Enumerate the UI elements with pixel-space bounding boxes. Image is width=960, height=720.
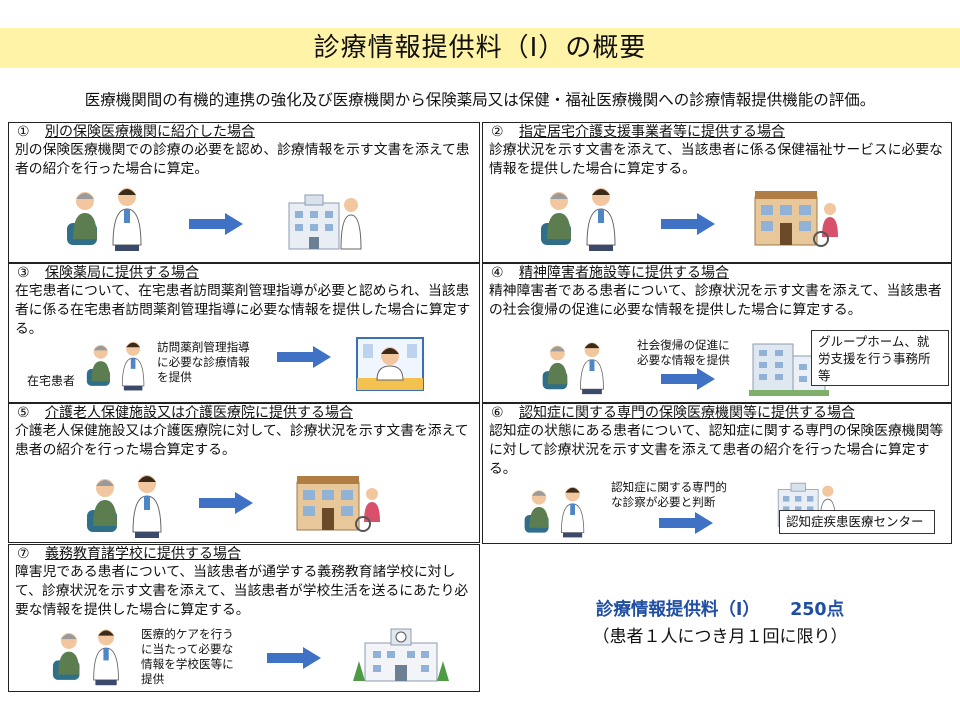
panel-1: ① 別の保険医療機関に紹介した場合 別の保険医療機関での診療の必要を認め、診療情報… — [8, 122, 480, 263]
care-facility-illustration — [751, 187, 841, 247]
panel-4: ④ 精神障害者施設等に提供する場合 精神障害者である患者について、診療状況を示す文… — [482, 263, 952, 403]
panel-body: 在宅患者について、在宅患者訪問薬剤管理指導が必要と認められ、当該患者に係る在宅患… — [15, 283, 471, 337]
arrow-icon — [267, 647, 321, 669]
panel-heading-label: 認知症に関する専門の保険医療機関等に提供する場合 — [519, 405, 855, 421]
panel-number: ⑥ — [491, 405, 504, 421]
panel-2: ② 指定居宅介護支援事業者等に提供する場合 診療状況を示す文書を添えて、当該患者に… — [482, 122, 952, 263]
arrow-icon — [661, 213, 715, 235]
consult-illustration — [85, 470, 175, 540]
panel-heading-label: 保険薬局に提供する場合 — [45, 265, 199, 281]
panel-number: ④ — [491, 265, 504, 281]
panel-number: ⑦ — [17, 546, 30, 562]
panel-heading-label: 別の保険医療機関に紹介した場合 — [45, 124, 255, 140]
arrow-icon — [199, 492, 253, 514]
info-note: 社会復帰の促進に 必要な情報を提供 — [637, 338, 730, 367]
panel-body: 診療状況を示す文書を添えて、当該患者に係る保健福祉サービスに必要な情報を提供した… — [489, 142, 943, 177]
panel-6: ⑥ 認知症に関する専門の保険医療機関等に提供する場合 認知症の状態にある患者につい… — [482, 403, 952, 544]
hospital-illustration — [285, 191, 365, 251]
panel-body: 精神障害者である患者について、診療状況を示す文書を添えて、当該患者の社会復帰の促… — [489, 283, 942, 318]
destination-callout: グループホーム、就 労支援を行う事務所 等 — [811, 330, 949, 386]
panel-body: 介護老人保健施設又は介護医療院に対して、診療状況を示す文書を添えて患者の紹介を行… — [15, 423, 469, 458]
care-facility-illustration — [293, 470, 383, 534]
panel-heading: ② 指定居宅介護支援事業者等に提供する場合 — [491, 124, 945, 141]
fee-summary: 診療情報提供料（Ⅰ） 250点 — [490, 596, 950, 621]
patient-label: 在宅患者 — [27, 374, 76, 388]
page-title: 診療情報提供料（Ⅰ）の概要 — [313, 33, 647, 63]
fee-note: （患者１人につき月１回に限り） — [592, 627, 848, 647]
info-note: 訪問薬剤管理指導 に必要な診療情報 を提供 — [157, 340, 250, 384]
panel-heading: ③ 保険薬局に提供する場合 — [17, 265, 473, 282]
panel-heading-label: 介護老人保健施設又は介護医療院に提供する場合 — [45, 405, 353, 421]
panel-heading-label: 精神障害者施設等に提供する場合 — [519, 265, 729, 281]
page-subtitle: 医療機関間の有機的連携の強化及び医療機関から保険薬局又は保健・福祉医療機関への診… — [84, 91, 876, 109]
panel-heading-label: 指定居宅介護支援事業者等に提供する場合 — [519, 124, 785, 140]
panel-number: ③ — [17, 265, 30, 281]
panel-body: 認知症の状態にある患者について、認知症に関する専門の保険医療機関等に対して診療状… — [489, 423, 944, 477]
panel-number: ⑤ — [17, 405, 30, 421]
panel-heading: ⑦ 義務教育諸学校に提供する場合 — [17, 546, 473, 563]
destination-callout: 認知症疾患医療センター — [779, 510, 935, 534]
arrow-icon — [189, 213, 243, 235]
panel-heading: ⑤ 介護老人保健施設又は介護医療院に提供する場合 — [17, 405, 473, 422]
info-note: 医療的ケアを行う に当たって必要な 情報を学校医等に 提供 — [141, 627, 234, 686]
arrow-icon — [659, 512, 713, 534]
arrow-icon — [661, 368, 715, 390]
panel-7: ⑦ 義務教育諸学校に提供する場合 障害児である患者について、当該患者が通学する義務… — [8, 544, 480, 692]
title-band — [0, 28, 960, 68]
panel-5: ⑤ 介護老人保健施設又は介護医療院に提供する場合 介護老人保健施設又は介護医療院に… — [8, 403, 480, 543]
consult-illustration — [51, 625, 131, 687]
panel-heading: ⑥ 認知症に関する専門の保険医療機関等に提供する場合 — [491, 405, 945, 422]
consult-illustration — [523, 482, 595, 540]
panel-heading: ① 別の保険医療機関に紹介した場合 — [17, 124, 473, 141]
school-illustration — [351, 627, 451, 683]
panel-heading-label: 義務教育諸学校に提供する場合 — [45, 546, 241, 562]
pharmacy-illustration — [355, 336, 425, 392]
arrow-icon — [277, 346, 331, 368]
consult-illustration — [541, 338, 615, 396]
consult-illustration — [65, 183, 155, 253]
panel-number: ② — [491, 124, 504, 140]
panel-3: ③ 保険薬局に提供する場合 在宅患者について、在宅患者訪問薬剤管理指導が必要と認め… — [8, 263, 480, 403]
consult-illustration — [539, 183, 629, 253]
panel-body: 障害児である患者について、当該患者が通学する義務教育諸学校に対して、診療状況を示… — [15, 564, 469, 618]
consult-illustration — [85, 338, 155, 392]
panel-body: 別の保険医療機関での診療の必要を認め、診療情報を示す文書を添えて患者の紹介を行っ… — [15, 142, 470, 177]
fee-name: 診療情報提供料（Ⅰ） — [595, 600, 760, 620]
panel-heading: ④ 精神障害者施設等に提供する場合 — [491, 265, 945, 282]
panel-number: ① — [17, 124, 30, 140]
fee-points: 250点 — [790, 600, 845, 620]
info-note: 認知症に関する専門的 な診察が必要と判断 — [611, 480, 727, 509]
